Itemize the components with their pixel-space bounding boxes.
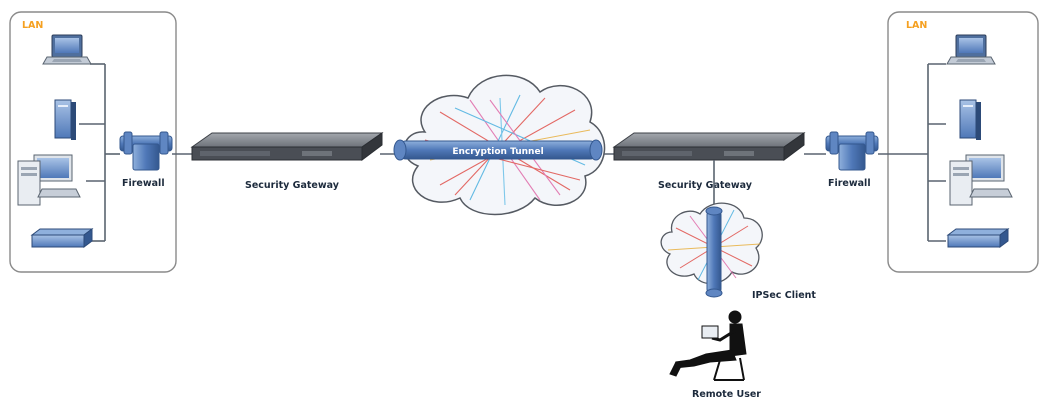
gateway-left-label: Security Gateway [245, 180, 340, 191]
ipsec-client-label: IPSec Client [752, 290, 816, 301]
network-switch-icon [947, 228, 1009, 248]
lan-right-label: LAN [906, 20, 927, 31]
firewall-right-icon [825, 131, 879, 171]
lan-left-wiring [79, 63, 120, 242]
encryption-tunnel: Encryption Tunnel [393, 139, 603, 161]
gateway-left-icon [191, 132, 383, 161]
lan-left-label: LAN [22, 20, 43, 31]
lan-right-wiring [878, 63, 946, 242]
seated-person-icon [669, 310, 747, 381]
server-tower-icon [959, 99, 982, 141]
workstation-icon [949, 154, 1013, 206]
workstation-icon [17, 154, 81, 206]
encryption-tunnel-label: Encryption Tunnel [452, 147, 543, 157]
remote-user-label: Remote User [692, 389, 761, 400]
gateway-right-label: Security Gateway [658, 180, 753, 191]
ipsec-tunnel-pipe [705, 206, 723, 298]
lan-left-box [9, 11, 177, 273]
firewall-right-label: Firewall [828, 178, 871, 189]
gateway-right-icon [613, 132, 805, 161]
firewall-left-label: Firewall [122, 178, 165, 189]
server-tower-icon [54, 99, 77, 141]
network-switch-icon [31, 228, 93, 248]
lan-right-box [887, 11, 1039, 273]
